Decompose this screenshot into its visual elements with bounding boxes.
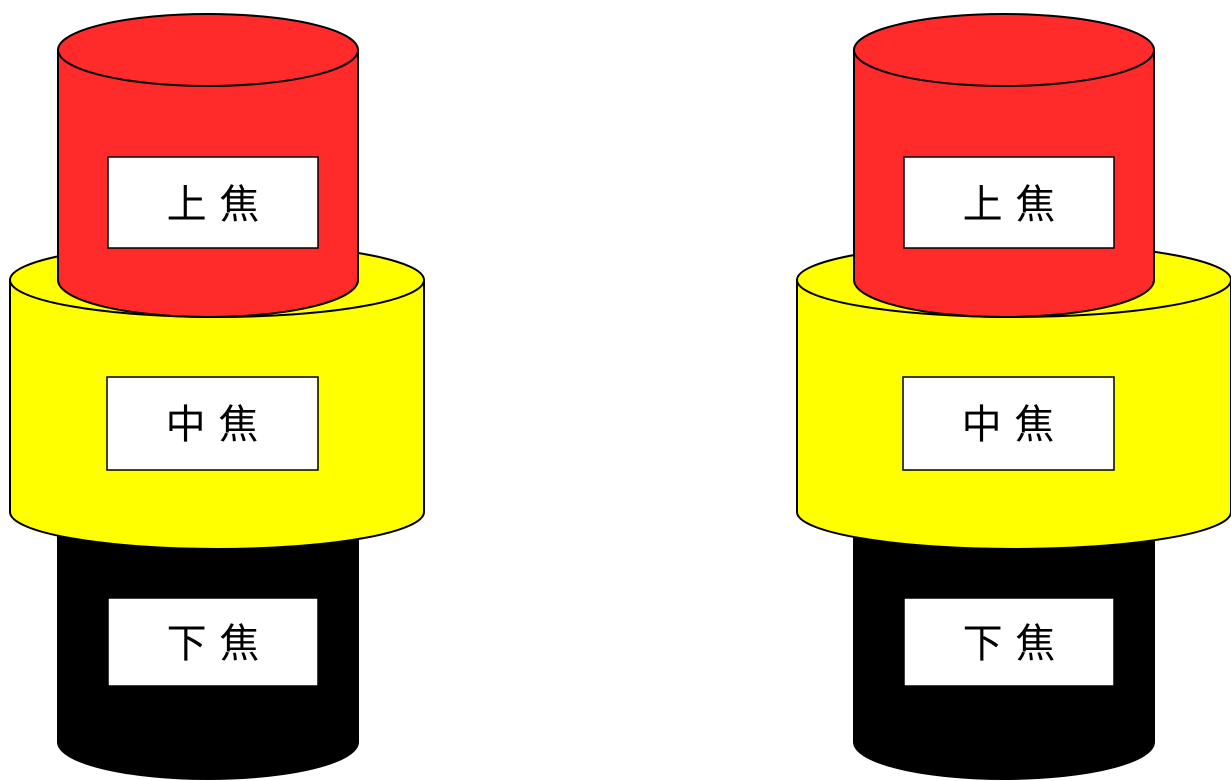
stack-right: 上 焦 中 焦 下 焦 — [796, 13, 1231, 780]
middle-label: 中 焦 — [166, 402, 259, 448]
middle-label-box: 中 焦 — [902, 376, 1115, 471]
upper-label-box: 上 焦 — [107, 156, 319, 249]
middle-label-box: 中 焦 — [106, 376, 319, 471]
middle-label: 中 焦 — [962, 402, 1055, 448]
upper-label: 上 焦 — [963, 182, 1056, 228]
lower-label: 下 焦 — [963, 621, 1056, 667]
upper-label: 上 焦 — [167, 182, 260, 228]
lower-label-box: 下 焦 — [903, 597, 1115, 687]
lower-label-box: 下 焦 — [107, 597, 319, 687]
stack-left: 上 焦 中 焦 下 焦 — [9, 13, 425, 780]
upper-label-box: 上 焦 — [903, 156, 1115, 249]
lower-label: 下 焦 — [167, 621, 260, 667]
